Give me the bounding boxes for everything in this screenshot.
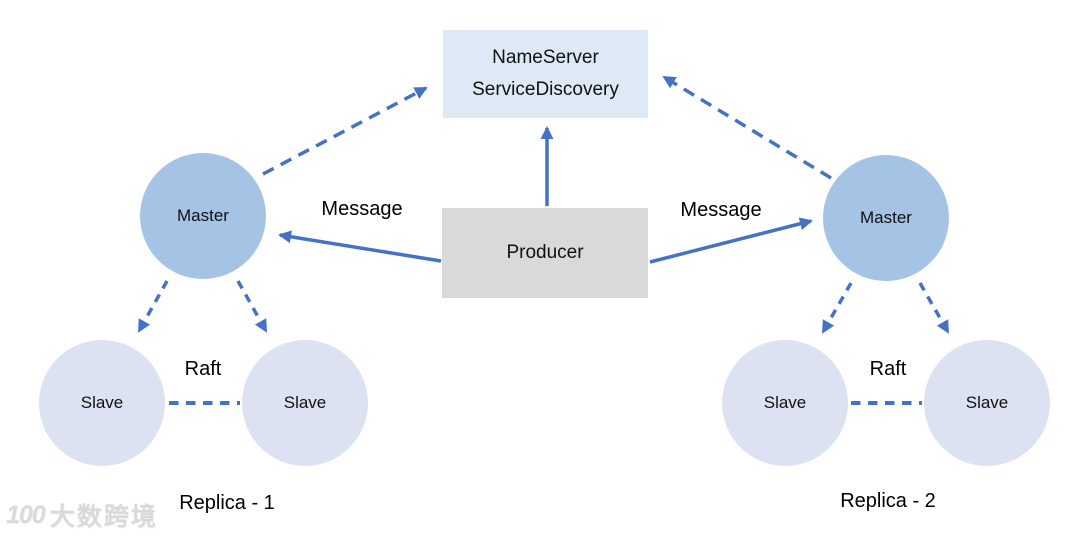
arrow-master-left-to-slave-2 [236, 280, 268, 333]
arrow-producer-to-master-right [649, 217, 813, 264]
arrow-producer-to-master-left [278, 230, 442, 263]
master-node-replica-2: Master [823, 155, 949, 281]
watermark-logo-icon: 100 [6, 500, 46, 529]
replica-1-caption: Replica - 1 [179, 492, 275, 514]
raft-label-right: Raft [869, 358, 907, 380]
slave-2-node-replica-2: Slave [924, 340, 1050, 466]
arrow-master-left-to-slave-1 [137, 280, 169, 333]
arrow-master-right-to-nameserver [662, 75, 832, 180]
slave-label: Slave [763, 393, 807, 412]
watermark: 100 大数跨境 [6, 497, 158, 533]
nameserver-line1: NameServer [492, 46, 599, 68]
slave-2-node-replica-1: Slave [242, 340, 368, 466]
master-label: Master [860, 208, 912, 227]
arrow-master-left-to-nameserver [262, 86, 428, 176]
replica-2-caption: Replica - 2 [840, 490, 936, 512]
slave-label: Slave [283, 393, 327, 412]
arrow-master-right-to-slave-2 [918, 282, 950, 334]
producer-node: Producer [442, 208, 648, 298]
slave-label: Slave [965, 393, 1009, 412]
arrow-master-right-to-slave-1 [821, 282, 853, 334]
master-node-replica-1: Master [140, 153, 266, 279]
raft-label-left: Raft [184, 358, 222, 380]
master-label: Master [177, 206, 229, 225]
watermark-brand-text: 大数跨境 [49, 503, 158, 531]
message-label-left: Message [321, 198, 403, 220]
nameserver-node: NameServer ServiceDiscovery [443, 30, 648, 118]
producer-label: Producer [506, 242, 584, 263]
slave-1-node-replica-1: Slave [39, 340, 165, 466]
slave-1-node-replica-2: Slave [722, 340, 848, 466]
nameserver-line2: ServiceDiscovery [472, 79, 619, 100]
message-label-right: Message [680, 199, 762, 221]
slave-label: Slave [80, 393, 124, 412]
